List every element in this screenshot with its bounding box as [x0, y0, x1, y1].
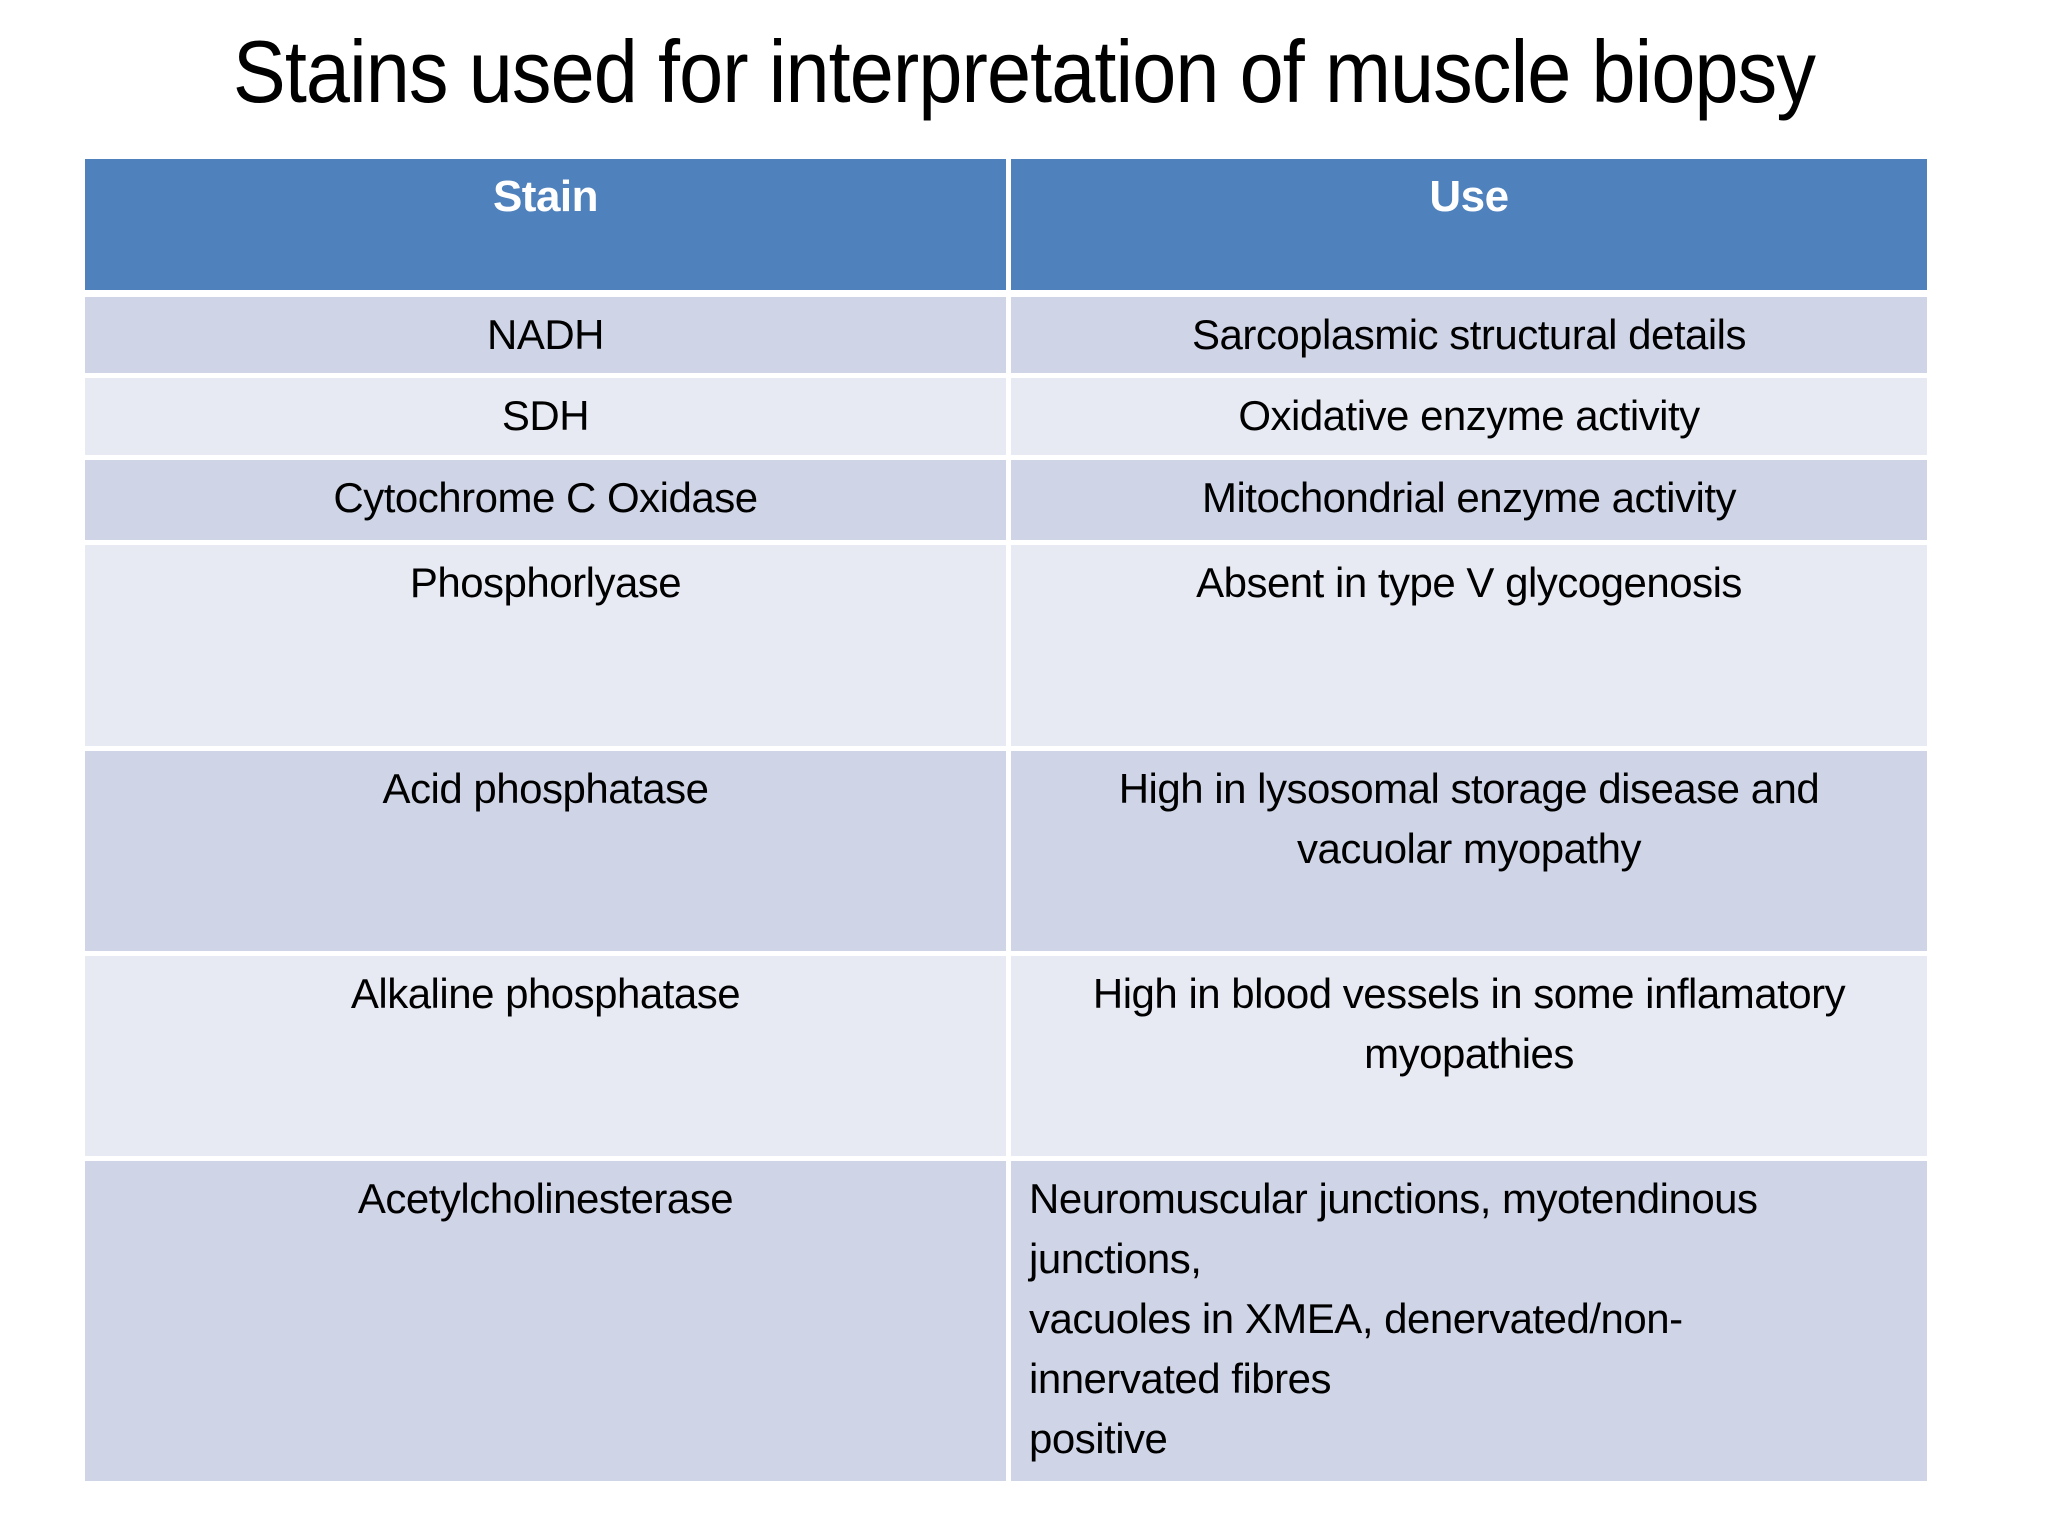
use-cell: High in blood vessels in some inflamator… — [1011, 956, 1927, 1156]
table-row: Cytochrome C Oxidase Mitochondrial enzym… — [85, 460, 1927, 540]
use-cell-line: High in lysosomal storage disease and — [1118, 765, 1820, 812]
use-cell-line: vacuolar myopathy — [1296, 825, 1642, 872]
stain-cell: Acetylcholinesterase — [85, 1161, 1006, 1481]
table-row: Acetylcholinesterase Neuromuscular junct… — [85, 1161, 1927, 1481]
stains-table: Stain Use NADH Sarcoplasmic structural d… — [85, 159, 1927, 1486]
stain-cell: Phosphorlyase — [85, 545, 1006, 746]
use-cell: Absent in type V glycogenosis — [1011, 545, 1927, 746]
use-cell: Mitochondrial enzyme activity — [1011, 460, 1927, 540]
stain-cell: SDH — [85, 378, 1006, 455]
slide-title-text: Stains used for interpretation of muscle… — [232, 22, 1816, 121]
table-row: Acid phosphatase High in lysosomal stora… — [85, 751, 1927, 951]
column-header-stain: Stain — [85, 159, 1006, 290]
use-cell: Neuromuscular junctions, myotendinous ju… — [1011, 1161, 1927, 1481]
slide-title: Stains used for interpretation of muscle… — [0, 22, 2048, 130]
use-cell-line: vacuoles in XMEA, denervated/non- — [1029, 1295, 1683, 1342]
table-row: SDH Oxidative enzyme activity — [85, 378, 1927, 455]
use-cell-line: positive — [1029, 1415, 1168, 1462]
stain-cell: Acid phosphatase — [85, 751, 1006, 951]
use-cell-line: junctions, — [1029, 1235, 1202, 1282]
stain-cell: NADH — [85, 297, 1006, 373]
use-cell-line: myopathies — [1364, 1030, 1574, 1077]
use-cell-line: innervated fibres — [1029, 1355, 1332, 1402]
slide: Stains used for interpretation of muscle… — [0, 22, 2048, 1536]
stain-cell: Alkaline phosphatase — [85, 956, 1006, 1156]
use-cell-line: Mitochondrial enzyme activity — [1201, 474, 1737, 521]
table-row: Phosphorlyase Absent in type V glycogeno… — [85, 545, 1927, 746]
use-cell-line: Sarcoplasmic structural details — [1191, 311, 1747, 358]
table-row: Alkaline phosphatase High in blood vesse… — [85, 956, 1927, 1156]
column-header-use: Use — [1011, 159, 1927, 290]
use-cell: High in lysosomal storage disease and va… — [1011, 751, 1927, 951]
use-cell-line: Neuromuscular junctions, myotendinous — [1029, 1175, 1758, 1222]
use-cell: Oxidative enzyme activity — [1011, 378, 1927, 455]
table-row: NADH Sarcoplasmic structural details — [85, 297, 1927, 373]
use-cell-line: High in blood vessels in some inflamator… — [1092, 970, 1846, 1017]
use-cell: Sarcoplasmic structural details — [1011, 297, 1927, 373]
stain-cell: Cytochrome C Oxidase — [85, 460, 1006, 540]
table-header-row: Stain Use — [85, 159, 1927, 290]
use-cell-line: Absent in type V glycogenosis — [1196, 559, 1742, 606]
use-cell-line: Oxidative enzyme activity — [1238, 392, 1700, 439]
